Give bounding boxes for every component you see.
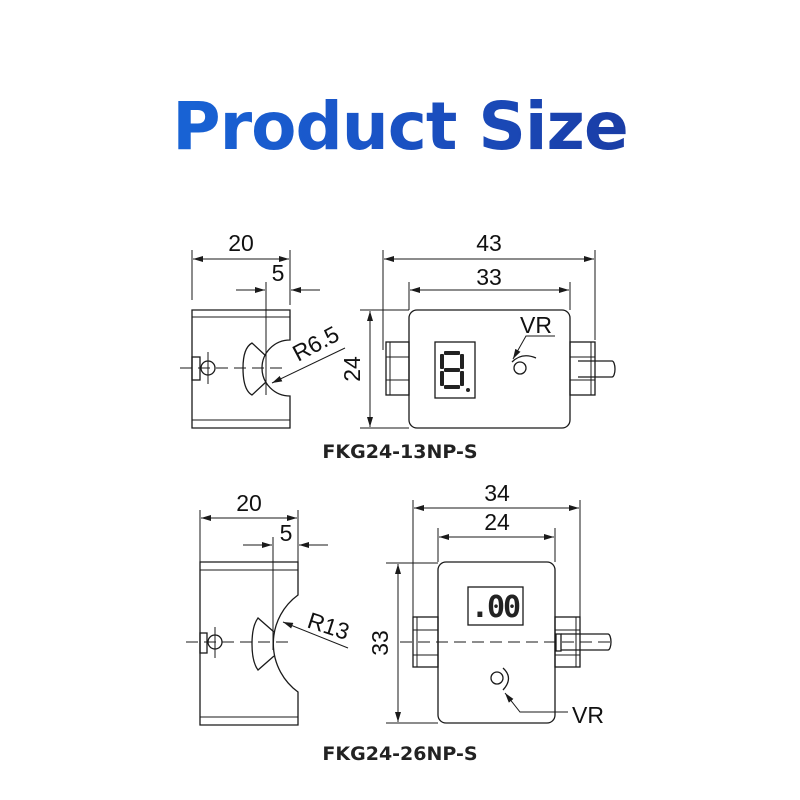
model1-vr-label: VR xyxy=(520,312,552,338)
page-title: Product Size xyxy=(0,88,800,165)
model1-body-width: 33 xyxy=(476,264,502,290)
model2-side-view: 20 5 R13 xyxy=(186,490,353,726)
model1-radius: R6.5 xyxy=(288,321,343,367)
model1-label: FKG24-13NP-S xyxy=(322,441,477,463)
display-window xyxy=(434,341,476,399)
model1-height: 24 xyxy=(339,356,365,382)
model2-height: 33 xyxy=(367,630,393,656)
model2-label: FKG24-26NP-S xyxy=(322,743,477,765)
model2-side-width: 20 xyxy=(236,490,262,516)
model2-radius: R13 xyxy=(304,607,352,645)
model2-front-view: .00 VR 34 24 33 xyxy=(367,480,615,728)
model1-side-offset: 5 xyxy=(272,260,285,286)
model2-body-width: 24 xyxy=(484,509,510,535)
model1-side-width: 20 xyxy=(228,230,254,256)
model2-vr-label: VR xyxy=(572,702,604,728)
vr-knob-icon xyxy=(513,361,527,375)
vr-knob-icon xyxy=(490,671,504,685)
model2-display-reading: .00 xyxy=(471,590,520,625)
display-window xyxy=(467,586,524,626)
model1-front-view: VR 43 33 24 xyxy=(339,230,616,429)
model1-overall-width: 43 xyxy=(476,230,502,256)
model1-side-view: 20 5 R6.5 xyxy=(180,230,346,429)
model2-side-offset: 5 xyxy=(280,520,293,546)
model2-overall-width: 34 xyxy=(484,480,510,506)
seven-segment-digit-icon xyxy=(440,351,470,392)
